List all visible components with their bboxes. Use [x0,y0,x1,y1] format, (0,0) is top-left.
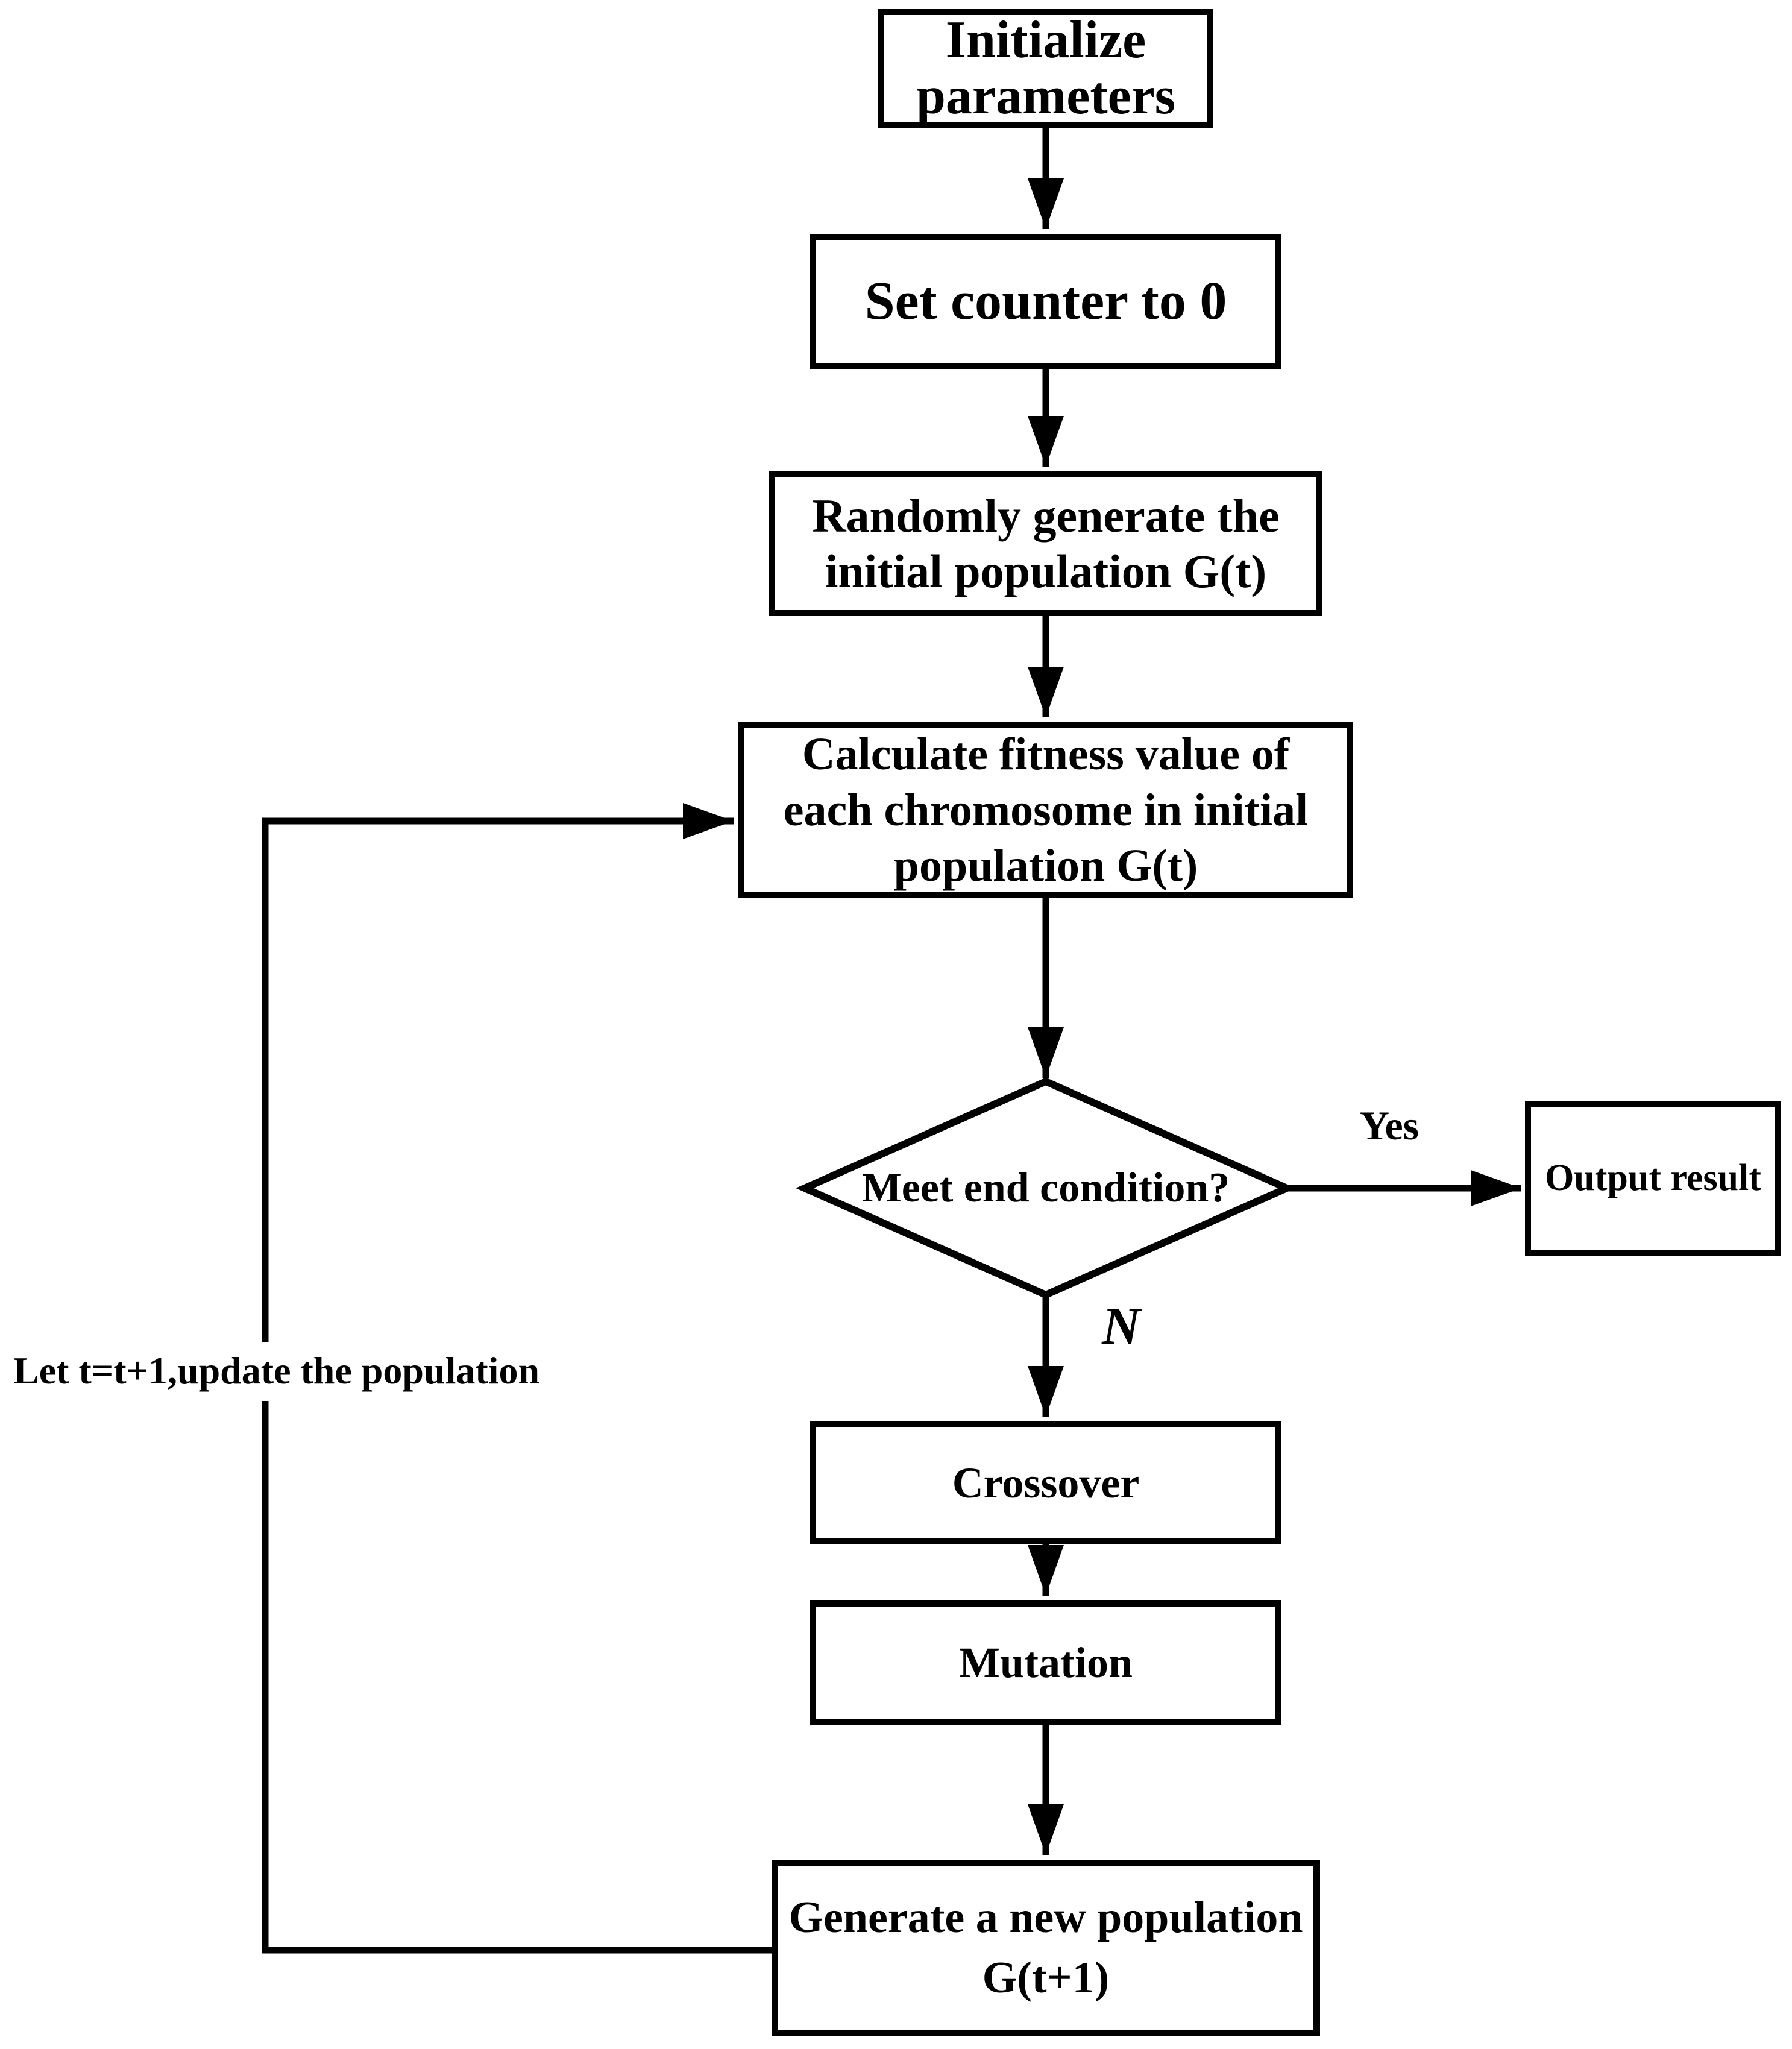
flow-step-initialize-parameters: Initialize parameters [878,9,1213,128]
edge-label-yes: Yes [1359,1102,1419,1148]
flow-step-output-result: Output result [1525,1101,1781,1256]
edge-label-loop-update: Let t=t+1,update the population [7,1342,546,1401]
flow-step-crossover: Crossover [810,1421,1281,1544]
flow-step-generate-new-population: Generate a new population G(t+1) [772,1860,1320,2036]
decision-end-condition-label: Meet end condition? [861,1165,1230,1211]
flow-step-set-counter: Set counter to 0 [810,234,1281,369]
decision-diamond-shape [796,1077,1296,1299]
flow-step-calculate-fitness: Calculate fitness value of each chromoso… [738,722,1353,898]
flow-step-mutation: Mutation [810,1600,1281,1725]
flow-step-random-population: Randomly generate the initial population… [769,471,1322,616]
edge-label-no: N [1102,1297,1140,1356]
